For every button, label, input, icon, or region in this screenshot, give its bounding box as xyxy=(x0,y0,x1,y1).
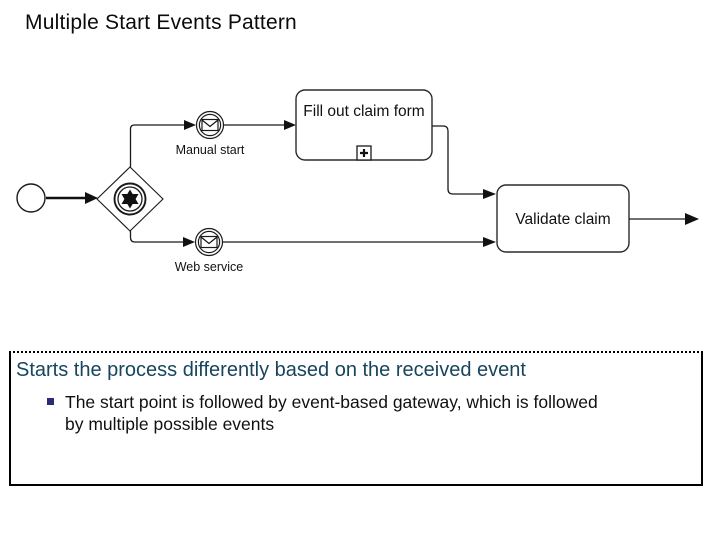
task-label: Fill out claim form xyxy=(303,103,424,120)
arrowhead-icon xyxy=(183,237,195,247)
task-label: Validate claim xyxy=(515,211,610,228)
subprocess-plus-icon xyxy=(360,149,368,157)
flow-gateway-to-web-service xyxy=(129,231,183,243)
notes-box: Starts the process differently based on … xyxy=(9,351,703,486)
message-envelope-icon xyxy=(201,118,219,132)
arrowhead-icon xyxy=(85,192,98,204)
manual-start-event xyxy=(195,110,225,140)
event-based-gateway xyxy=(96,166,164,232)
message-envelope-icon xyxy=(200,235,218,249)
bullet-text: The start point is followed by event-bas… xyxy=(65,392,598,435)
arrowhead-icon xyxy=(685,213,699,225)
task-fill-out-claim-form: Fill out claim form xyxy=(295,89,433,161)
message-envelope-flap-icon xyxy=(201,119,219,128)
bullet-item: The start point is followed by event-bas… xyxy=(47,391,701,436)
arrowhead-icon xyxy=(483,189,496,199)
bullet-square-icon xyxy=(47,398,54,405)
arrowhead-icon xyxy=(483,237,496,247)
arrowhead-icon xyxy=(184,120,196,130)
message-envelope-flap-icon xyxy=(200,236,218,245)
notes-heading: Starts the process differently based on … xyxy=(16,359,526,381)
task-validate-claim: Validate claim xyxy=(496,184,630,253)
manual-start-label: Manual start xyxy=(176,143,245,157)
flow-task-to-validate xyxy=(432,125,483,195)
web-service-label: Web service xyxy=(175,260,244,274)
start-event xyxy=(16,183,46,213)
arrowhead-icon xyxy=(284,120,296,130)
slide-title: Multiple Start Events Pattern xyxy=(25,11,297,34)
bpmn-diagram: Manual start Fill out claim form Web ser… xyxy=(16,89,699,274)
gateway-star-icon xyxy=(121,194,139,209)
flow-gateway-to-manual-start xyxy=(129,124,184,167)
web-service-event xyxy=(194,227,224,257)
